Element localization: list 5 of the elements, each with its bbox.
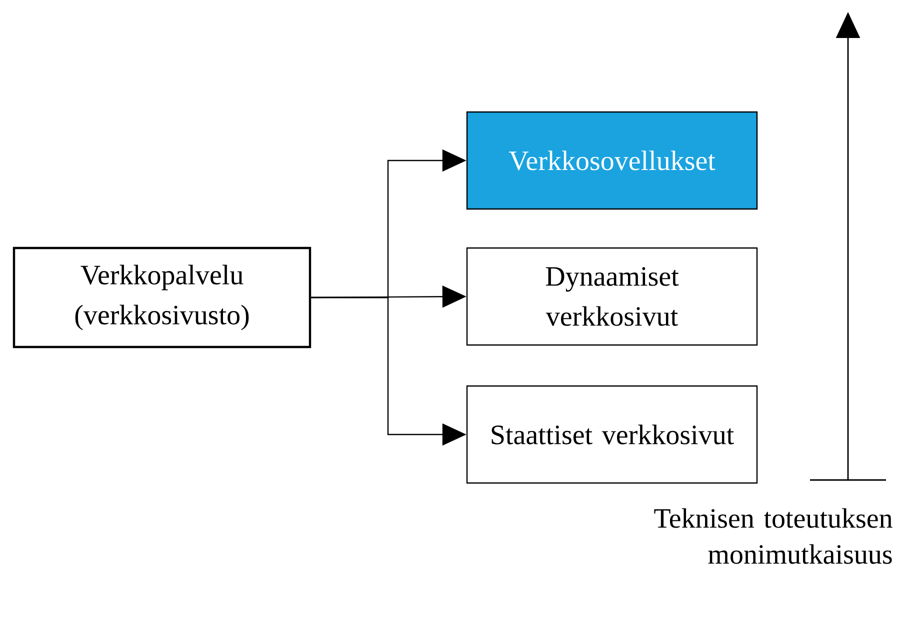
text-box: Verkkopalvelu (verkkosivusto) — [12, 246, 312, 348]
text-box: Verkkosovellukset — [466, 111, 758, 210]
axis-label: Teknisen toteutuksen monimutkaisuus — [654, 508, 892, 564]
text-box: Dynaamiset verkkosivut — [466, 247, 758, 346]
text-box: Staattiset verkkosivut — [466, 385, 758, 484]
